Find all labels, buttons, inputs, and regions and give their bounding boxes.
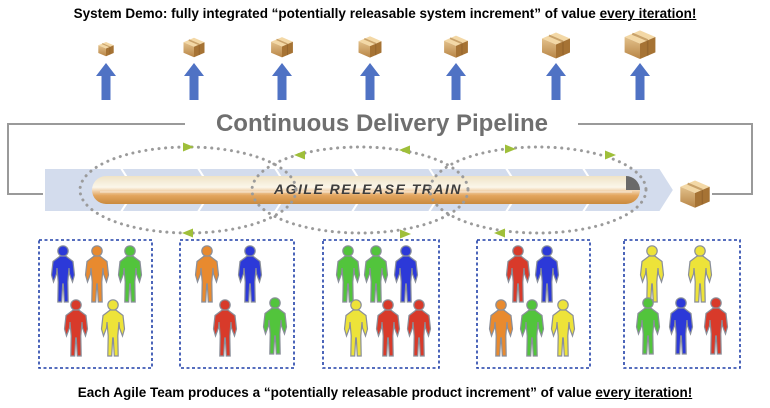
team-member-icon [703, 297, 729, 355]
loop-arrowhead-icon [494, 228, 505, 238]
team-member-icon [488, 299, 514, 357]
team-2 [179, 239, 295, 369]
team-member-icon [687, 245, 713, 303]
team-border [322, 239, 440, 369]
loop-arrowhead-icon [183, 142, 194, 152]
increment-arrow-icon [96, 63, 116, 100]
team-member-icon [50, 245, 76, 303]
loop-arrowhead-icon [294, 150, 305, 160]
team-border [476, 239, 591, 369]
pipeline-label: Continuous Delivery Pipeline [216, 110, 548, 137]
top-caption: System Demo: fully integrated “potential… [0, 6, 770, 21]
team-member-icon [212, 299, 238, 357]
pipeline-frame-left [7, 123, 185, 195]
team-1 [38, 239, 153, 369]
team-member-icon [100, 299, 126, 357]
team-member-icon [639, 245, 665, 303]
team-border [623, 239, 741, 369]
team-member-icon [668, 297, 694, 355]
team-member-icon [550, 299, 576, 357]
increment-arrow-icon [272, 63, 292, 100]
team-member-icon [363, 245, 389, 303]
increment-package-icon [97, 41, 115, 57]
team-border [179, 239, 295, 369]
release-train-bar [92, 176, 640, 204]
team-3 [322, 239, 440, 369]
increment-arrow-icon [184, 63, 204, 100]
delivered-package-icon [679, 179, 711, 209]
team-border [38, 239, 153, 369]
increment-arrow-icon [546, 63, 566, 100]
team-member-icon [117, 245, 143, 303]
team-member-icon [262, 297, 288, 355]
increment-arrow-icon [630, 63, 650, 100]
bottom-caption-emphasis: every iteration! [595, 385, 693, 400]
pipeline-frame-right [578, 123, 753, 195]
loop-arrowhead-icon [399, 145, 410, 155]
team-member-icon [505, 245, 531, 303]
team-member-icon [393, 245, 419, 303]
loop-arrowhead-icon [400, 229, 411, 239]
increment-arrow-icon [360, 63, 380, 100]
top-caption-text: System Demo: fully integrated “potential… [73, 6, 600, 21]
team-member-icon [335, 245, 361, 303]
increment-arrow-icon [446, 63, 466, 100]
team-member-icon [63, 299, 89, 357]
increment-package-icon [623, 29, 657, 61]
increment-package-icon [182, 37, 206, 58]
increment-package-icon [270, 36, 294, 59]
loop-arrowhead-icon [182, 228, 193, 238]
agile-teams [38, 239, 741, 369]
loop-arrowhead-icon [605, 150, 616, 160]
train-label: AGILE RELEASE TRAIN [273, 181, 462, 197]
loop-arrowheads [182, 142, 616, 239]
team-5 [623, 239, 741, 369]
loop-arrowhead-icon [505, 144, 516, 154]
bottom-caption-text: Each Agile Team produces a “potentially … [77, 385, 596, 400]
increment-package-icon [357, 35, 383, 59]
team-member-icon [237, 245, 263, 303]
team-member-icon [635, 297, 661, 355]
team-member-icon [343, 299, 369, 357]
iteration-loop-3 [428, 145, 648, 235]
team-member-icon [406, 299, 432, 357]
system-increments [96, 29, 657, 100]
team-member-icon [519, 299, 545, 357]
team-member-icon [194, 245, 220, 303]
bottom-caption: Each Agile Team produces a “potentially … [0, 385, 770, 400]
team-member-icon [375, 299, 401, 357]
increment-package-icon [541, 31, 571, 60]
iteration-loop-2 [250, 145, 470, 235]
team-4 [476, 239, 591, 369]
top-caption-emphasis: every iteration! [599, 6, 697, 21]
team-member-icon [534, 245, 560, 303]
team-member-icon [84, 245, 110, 303]
increment-package-icon [443, 34, 469, 59]
